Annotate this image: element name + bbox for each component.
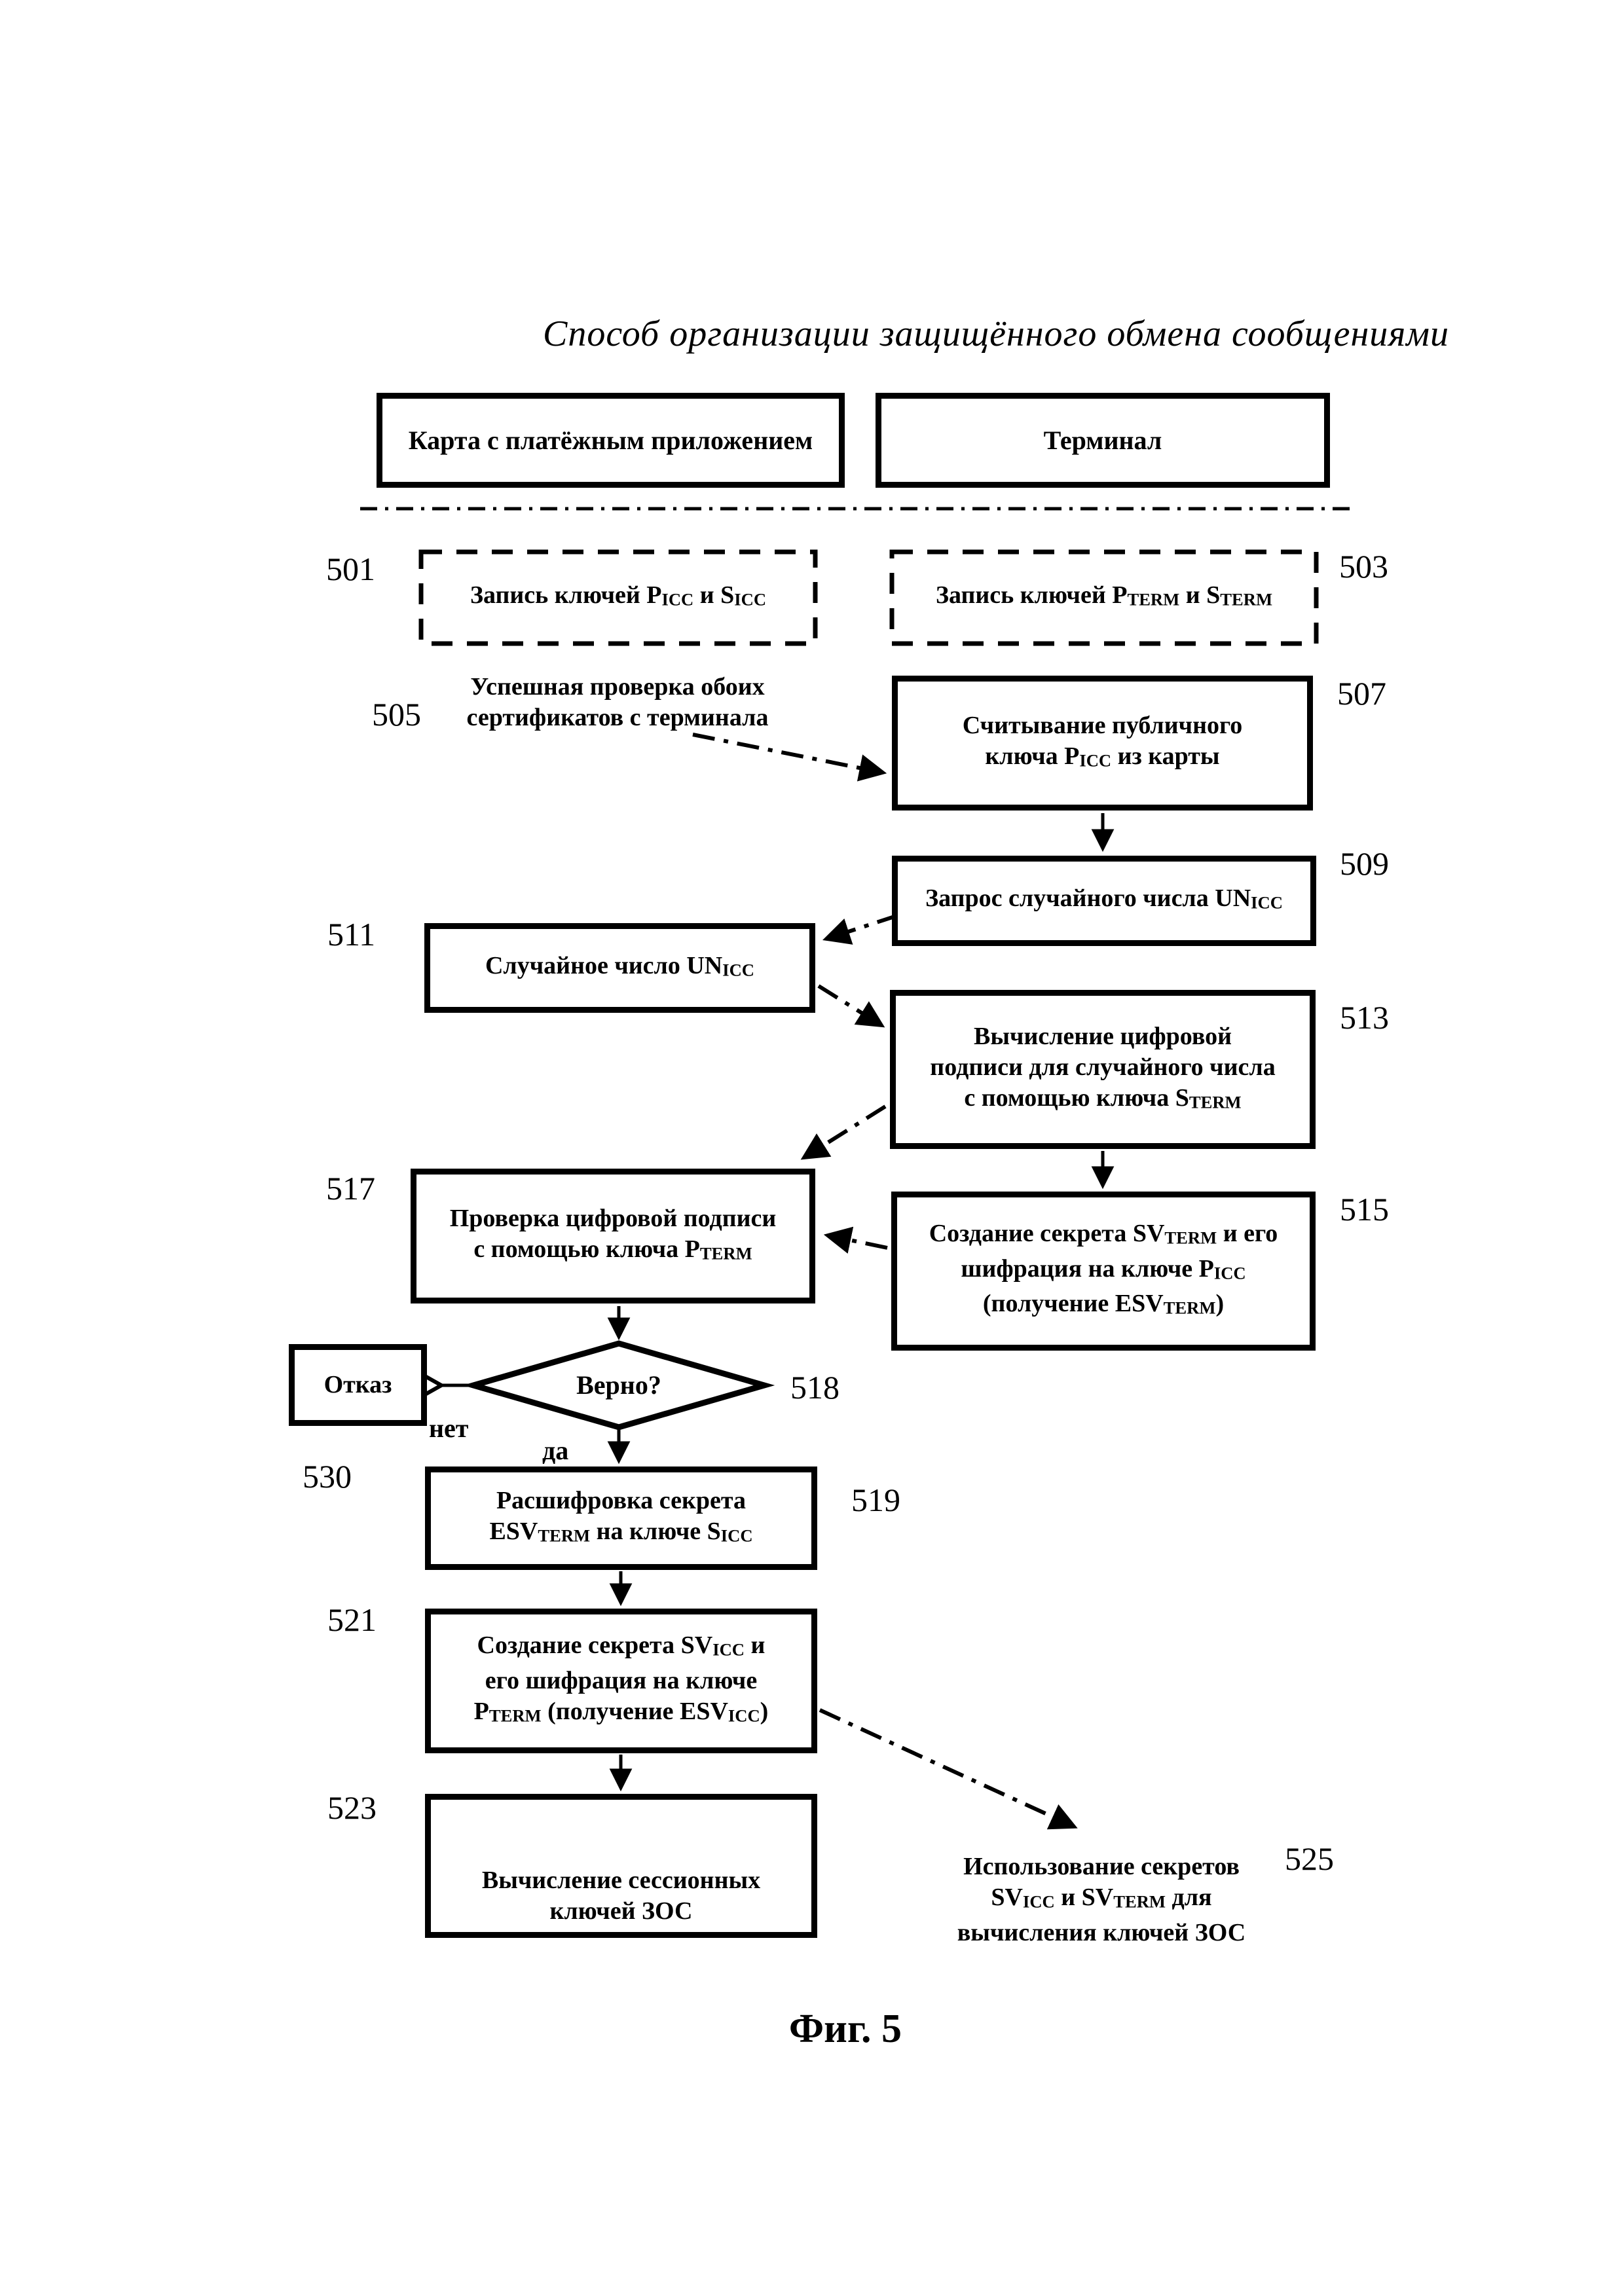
step-509-box: Запрос случайного числа UNICC xyxy=(892,856,1316,946)
ref-label-518: 518 xyxy=(790,1369,840,1406)
ref-label-507: 507 xyxy=(1337,675,1386,712)
edge-513-517 xyxy=(800,1104,887,1160)
figure-caption: Фиг. 5 xyxy=(788,2007,902,2051)
ref-label-523: 523 xyxy=(327,1789,377,1826)
decision-518-diamond xyxy=(462,1340,775,1430)
ref-label-503: 503 xyxy=(1339,548,1388,585)
step-503-rect xyxy=(889,549,1319,646)
ref-label-517: 517 xyxy=(326,1170,375,1207)
edge-511-513 xyxy=(817,984,885,1028)
edge-505-507 xyxy=(692,733,887,782)
branch-no-label: нет xyxy=(429,1413,469,1443)
step-511-box: Случайное число UNICC xyxy=(424,923,815,1013)
step-501-rect xyxy=(418,549,818,646)
lane-terminal-header: Терминал xyxy=(876,393,1330,488)
ref-label-521: 521 xyxy=(327,1601,377,1638)
edge-515-517 xyxy=(823,1226,888,1254)
ref-label-530: 530 xyxy=(303,1458,352,1495)
ref-label-513: 513 xyxy=(1340,999,1389,1036)
ref-label-501: 501 xyxy=(326,551,375,587)
ref-label-515: 515 xyxy=(1340,1191,1389,1228)
lane-card-header: Карта с платёжным приложением xyxy=(377,393,845,488)
figure-title: Способ организации защищённого обмена со… xyxy=(542,314,1449,354)
ref-label-509: 509 xyxy=(1340,845,1389,882)
ref-label-519: 519 xyxy=(851,1482,900,1518)
step-501-box: Запись ключей PICC и SICC xyxy=(470,581,767,610)
branch-yes-label: да xyxy=(542,1436,569,1465)
reject-530-box: Отказ xyxy=(289,1344,427,1426)
decision-518-label: Верно? xyxy=(576,1370,661,1400)
edge-509-511 xyxy=(822,913,899,945)
ref-label-525: 525 xyxy=(1285,1840,1334,1877)
ref-label-505: 505 xyxy=(372,696,421,733)
step-503-box: Запись ключей PTERM и STERM xyxy=(935,581,1273,610)
ref-label-511: 511 xyxy=(327,916,376,953)
edge-521-525 xyxy=(819,1708,1078,1830)
